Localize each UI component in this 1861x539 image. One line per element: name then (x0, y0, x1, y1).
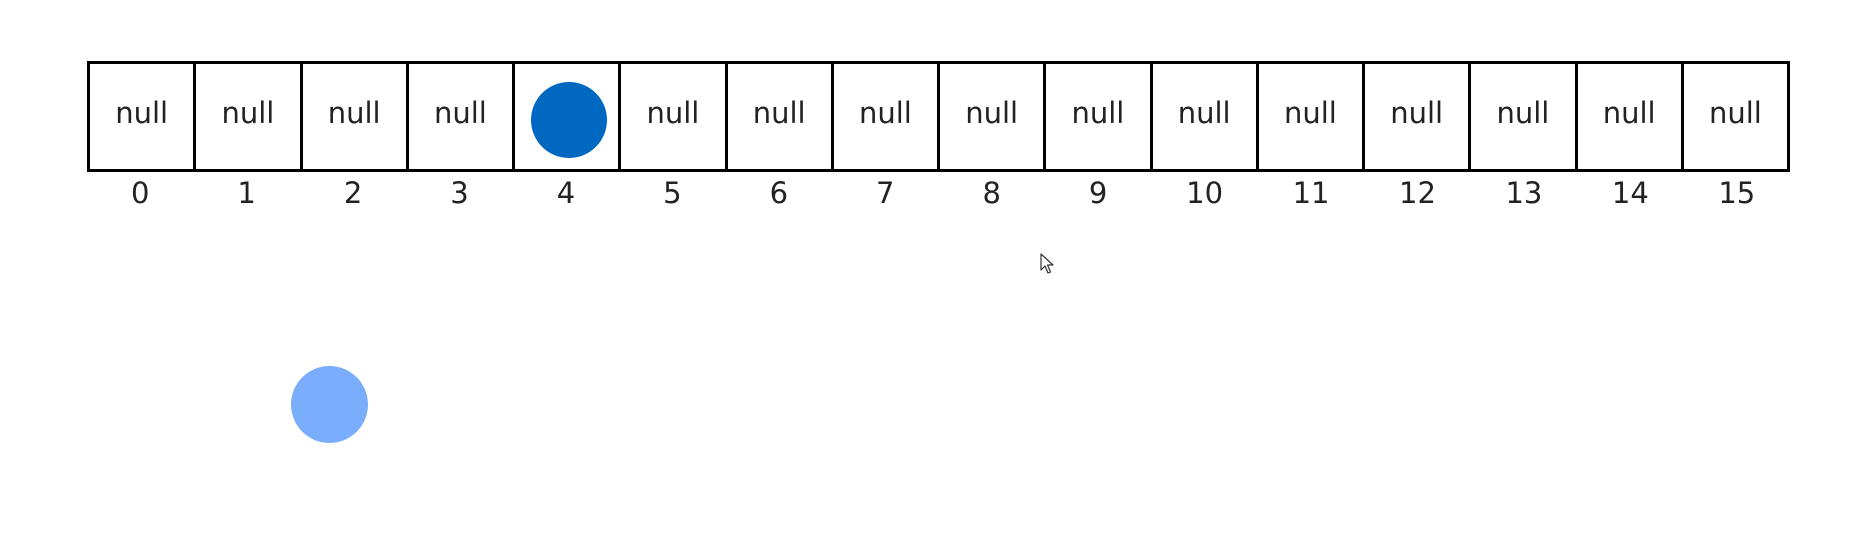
cell-index: 0 (130, 176, 150, 210)
array-cell: null (1365, 64, 1472, 169)
cell-value: null (1283, 96, 1337, 130)
cell-value: null (752, 96, 806, 130)
cell-value: null (646, 96, 700, 130)
array-cell: null (621, 64, 728, 169)
array-cell: null (90, 64, 197, 169)
cell-value: null (221, 96, 275, 130)
array-cell: null (303, 64, 409, 169)
array-cell (515, 64, 622, 169)
cell-value: null (1496, 96, 1550, 130)
cell-index: 6 (769, 176, 789, 210)
cell-value: null (115, 96, 169, 130)
cell-value: null (433, 96, 487, 130)
array-cell: null (1046, 64, 1153, 169)
array-cell: null (834, 64, 940, 169)
cell-value: null (1390, 96, 1444, 130)
cell-index: 5 (663, 176, 682, 210)
array-cell: null (1259, 64, 1365, 169)
cell-value: null (1602, 96, 1656, 130)
array-cell: null (728, 64, 834, 169)
hash-table-array: null null null null null null null null null null… (87, 61, 1790, 172)
array-cell: null (196, 64, 303, 169)
cell-value: null (1177, 96, 1231, 130)
cell-value: null (327, 96, 381, 130)
cell-value: null (1708, 96, 1762, 130)
cell-value: null (858, 96, 912, 130)
cell-index: 15 (1718, 176, 1756, 210)
cell-index: 14 (1611, 176, 1649, 210)
array-cell: null (1684, 64, 1790, 169)
floating-node[interactable] (291, 366, 368, 443)
cell-index: 12 (1399, 176, 1436, 210)
cell-index: 9 (1088, 176, 1108, 210)
cell-index: 4 (556, 176, 576, 210)
cell-value: null (965, 96, 1019, 130)
stored-node[interactable] (530, 81, 607, 158)
cell-index: 1 (237, 176, 256, 210)
cell-index: 10 (1186, 176, 1224, 210)
mouse-pointer-icon (1040, 253, 1054, 274)
array-cell: null (940, 64, 1047, 169)
array-cell: null (1578, 64, 1684, 169)
array-cell: null (1153, 64, 1259, 169)
cell-index: 13 (1505, 176, 1543, 210)
cell-index: 7 (876, 176, 895, 210)
cell-index: 8 (982, 176, 1001, 210)
array-cell: null (409, 64, 515, 169)
cell-value: null (1071, 96, 1125, 130)
array-cell: null (1471, 64, 1578, 169)
cell-index: 2 (343, 176, 363, 210)
cell-index: 11 (1292, 176, 1330, 210)
cell-index: 3 (450, 176, 469, 210)
